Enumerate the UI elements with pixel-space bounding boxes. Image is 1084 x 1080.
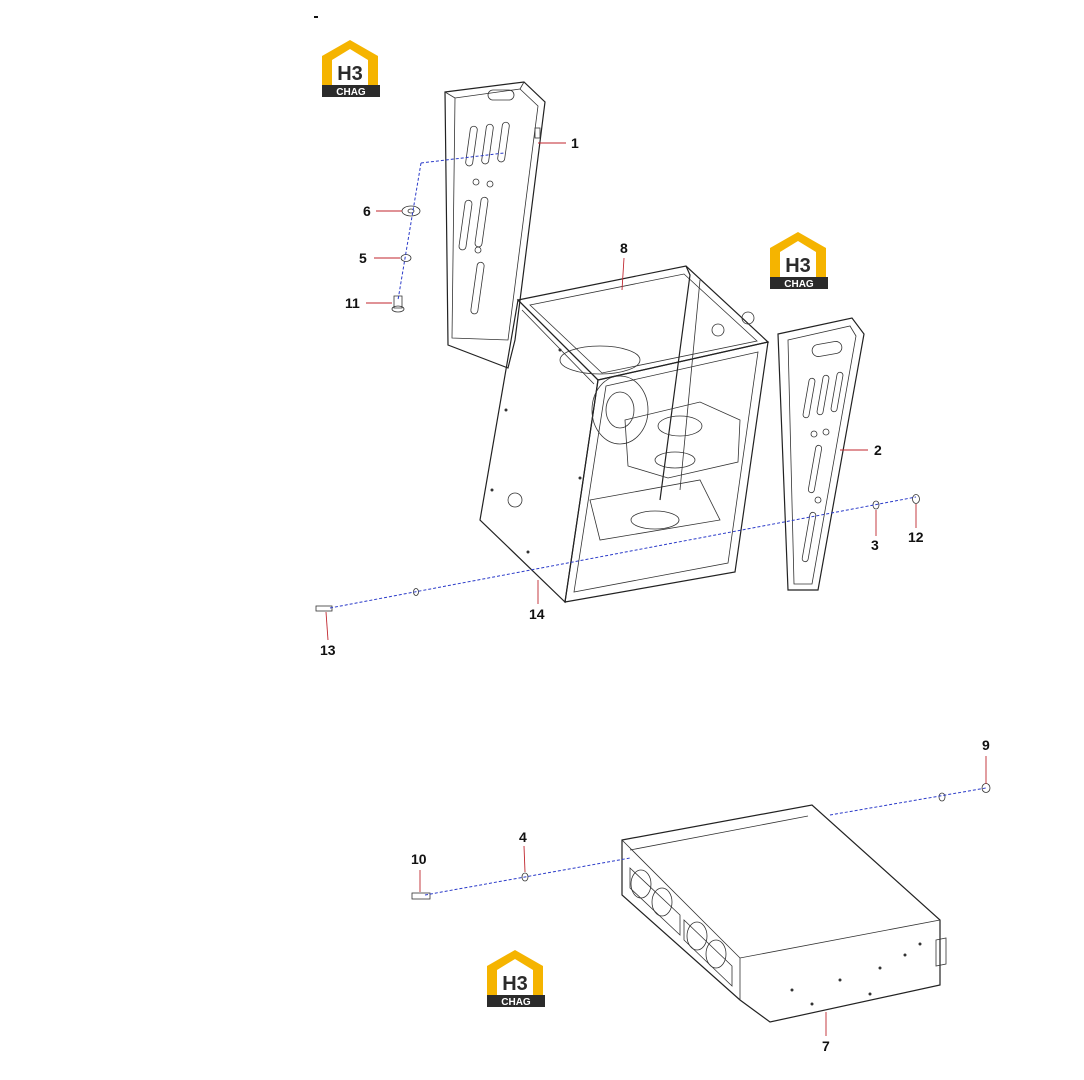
brand-logo: H3 CHAG (770, 232, 828, 290)
brand-logo: H3 CHAG (487, 950, 545, 1008)
brand-logo: H3 CHAG (322, 40, 380, 98)
left-side-panel (444, 81, 546, 369)
callout-2: 2 (874, 442, 882, 458)
brand-mark: H3 (785, 255, 811, 277)
fastener-washer (938, 792, 946, 802)
callout-8: 8 (620, 240, 628, 256)
fastener-bolt-10 (411, 892, 431, 900)
callout-3: 3 (871, 537, 879, 553)
brand-name: CHAG (784, 279, 814, 290)
callout-10: 10 (411, 851, 427, 867)
leader-lines (325, 142, 987, 1036)
right-side-panel (777, 317, 865, 591)
brand-mark: H3 (502, 973, 528, 995)
callout-7: 7 (822, 1038, 830, 1054)
callout-1: 1 (571, 135, 579, 151)
fastener-washer-4 (521, 872, 529, 882)
fastener-nut-12 (912, 494, 920, 504)
brand-name: CHAG (501, 997, 531, 1008)
brand-name: CHAG (336, 87, 366, 98)
assembly-axis-lines (329, 152, 917, 609)
callout-11: 11 (345, 295, 360, 311)
fastener-bolt-11 (391, 295, 405, 313)
callout-9: 9 (982, 737, 990, 753)
brand-mark: H3 (337, 63, 363, 85)
fastener-bolt-13 (315, 605, 333, 612)
callout-6: 6 (363, 203, 371, 219)
fastener-washer-6 (401, 205, 421, 217)
callout-14: 14 (529, 606, 545, 622)
main-frame-assembly (479, 265, 770, 604)
corner-mark (314, 16, 318, 18)
callout-13: 13 (320, 642, 336, 658)
callout-12: 12 (908, 529, 924, 545)
assembly-axis-line (829, 787, 987, 816)
assembly-axis-line (424, 857, 631, 896)
evaporator-unit (621, 804, 947, 1023)
callout-4: 4 (519, 829, 527, 845)
callout-5: 5 (359, 250, 367, 266)
callout-labels: 1 2 3 4 5 6 7 8 9 10 11 12 13 14 (320, 135, 990, 1054)
fastener-washer-5 (400, 254, 412, 262)
